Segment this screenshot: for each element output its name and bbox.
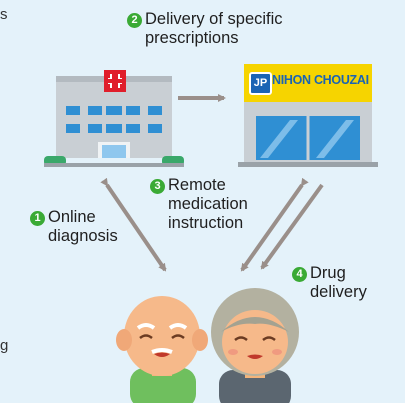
step-1-number-badge: 1	[30, 211, 45, 226]
clipped-text-top: s	[0, 6, 8, 23]
step-3-number-badge: 3	[150, 179, 165, 194]
clipped-text-bottom: g	[0, 337, 9, 354]
arrow-drug-delivery	[260, 183, 324, 270]
arrow-online-diagnosis	[100, 177, 167, 272]
pharmacy-icon	[238, 64, 378, 167]
step-4-number-badge: 4	[292, 267, 307, 282]
hospital-icon	[44, 70, 184, 167]
pharmacy-sign: NIHON CHOUZAI	[272, 73, 369, 87]
pharmacy-logo: JP	[249, 72, 272, 95]
step-2-number-badge: 2	[127, 13, 142, 28]
arrow-remote-instruction	[240, 177, 309, 272]
elderly-woman-icon	[211, 288, 299, 403]
elderly-man-icon	[116, 296, 208, 403]
